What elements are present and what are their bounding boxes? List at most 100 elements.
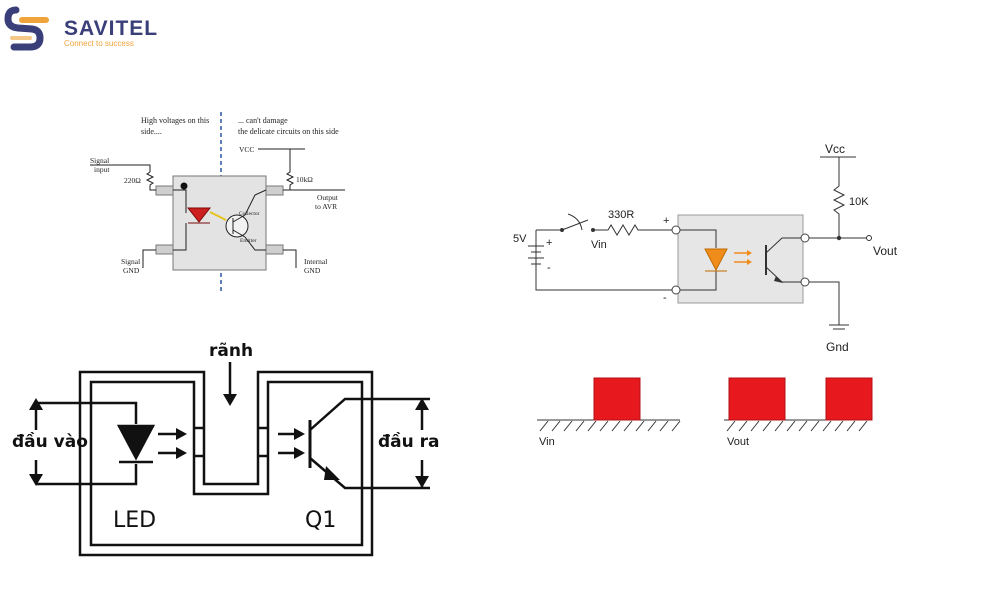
junction-dot [836,235,842,241]
in-plus-sign: + [663,215,669,227]
vin-pulse [593,377,641,421]
vout-pulse-2 [825,377,873,421]
housing-outer [78,370,374,557]
collector-label: Collector [239,211,260,217]
caption-left-line1: High voltages on this [141,116,209,125]
pin-emitter [800,277,810,287]
logo-mark-icon [4,6,49,51]
wire-gnd [809,281,840,325]
slot-arrow-icon [223,394,237,406]
pin-collector [800,233,810,243]
waveform-diagram: Vin Vout [537,377,873,448]
caption-right-line1: ... can't damage [238,116,288,125]
wire-internal-gnd [283,249,297,268]
switch-arc [567,213,583,231]
resistor-10k-right-icon [832,157,846,237]
optocoupler-circuit: Vcc 10K + - Vout Gnd [513,142,898,354]
pin-1 [155,185,174,196]
led-right-icon [704,248,728,272]
wire-led-cathode [173,223,187,251]
emitter-label: Emitter [240,238,257,244]
slot-optocoupler-diagram: rãnh đầu vào LED Q1 [12,341,440,557]
signal-input-label-2: input [94,165,110,174]
wire-led-anode [173,189,187,213]
signal-gnd-label-1: Signal [121,257,140,266]
resistor-220-icon [145,171,156,191]
output-label: đầu ra [378,431,440,452]
pin-4 [265,244,284,255]
housing-inner [89,380,364,547]
input-arrow-up-icon [29,398,43,410]
vin-wave-label: Vin [539,436,555,448]
pin-2 [155,244,174,255]
pin-in-plus [671,225,681,235]
output-label-2: to AVR [315,202,337,211]
led-bl-label: LED [113,508,156,533]
wire-collector [244,189,267,216]
led-ray-arrow-2-icon [747,259,752,265]
transistor-collector [765,237,801,254]
wire-signal-gnd [142,249,156,268]
q1-emitter-arrow-icon [324,466,340,480]
slot-label: rãnh [209,341,253,361]
battery-plus-sign: + [546,237,552,249]
resistor-220-label: 220Ω [124,176,141,185]
pin1-dot [180,182,188,190]
vout-hatch [726,420,868,432]
wire-led-bottom [680,270,717,291]
vout-right-label: Vout [873,244,898,258]
vin-right-label: Vin [591,239,607,251]
internal-gnd-label-2: GND [304,266,321,275]
wire-emitter [244,236,266,251]
q1-collector [309,397,430,431]
wire-signal-input [90,164,151,172]
vcc-right-label: Vcc [825,142,845,156]
led-bl-ray-arrow-1-icon [176,428,187,440]
caption-left-line2: side.... [141,127,162,136]
resistor-10k-right-label: 10K [849,196,869,208]
wire-led-bottom-bl [36,464,138,486]
q1-ray-arrow-1-icon [294,428,305,440]
input-arrow-down-icon [29,474,43,486]
optocoupler-isolation-diagram: High voltages on this side.... ... can't… [90,112,345,292]
pin-3 [265,185,284,196]
switch-lever [561,219,589,231]
vout-pulse-1 [728,377,786,421]
emitter-arrow-icon [774,276,783,283]
output-arrow-up-icon [415,398,429,410]
q1-emitter [309,457,430,490]
in-minus-sign: - [663,292,667,304]
led-bl-ray-arrow-2-icon [176,447,187,459]
led-ray-arrow-1-icon [747,250,752,256]
pin-in-minus [671,285,681,295]
input-label: đầu vào [12,431,88,452]
internal-gnd-label-1: Internal [304,257,327,266]
q1-label: Q1 [305,508,336,533]
output-label-1: Output [317,193,339,202]
battery-voltage-label: 5V [513,233,527,245]
brand-name: SAVITEL [64,17,158,40]
caption-right-line2: the delicate circuits on this side [238,127,339,136]
savitel-logo: SAVITEL Connect to success [4,6,158,51]
vout-terminal [866,235,872,241]
battery-minus-sign: - [547,262,551,274]
gnd-right-label: Gnd [826,340,849,354]
signal-input-label-1: Signal [90,156,109,165]
vcc-label: VCC [239,145,254,154]
resistor-10k-label: 10kΩ [296,175,313,184]
wire-return [535,230,672,291]
phototransistor-emitter [232,229,246,238]
wire-led-top-bl [36,401,138,424]
wire-led-top [680,229,717,248]
brand-tagline: Connect to success [64,39,134,48]
vout-wave-label: Vout [727,436,749,448]
ic-package [172,175,267,271]
signal-gnd-label-2: GND [123,266,140,275]
resistor-330r-icon [593,224,672,236]
output-arrow-down-icon [415,476,429,488]
resistor-330r-label: 330R [608,209,634,221]
light-ray [209,211,227,221]
resistor-10k-icon [285,149,295,190]
q1-ray-arrow-2-icon [294,447,305,459]
